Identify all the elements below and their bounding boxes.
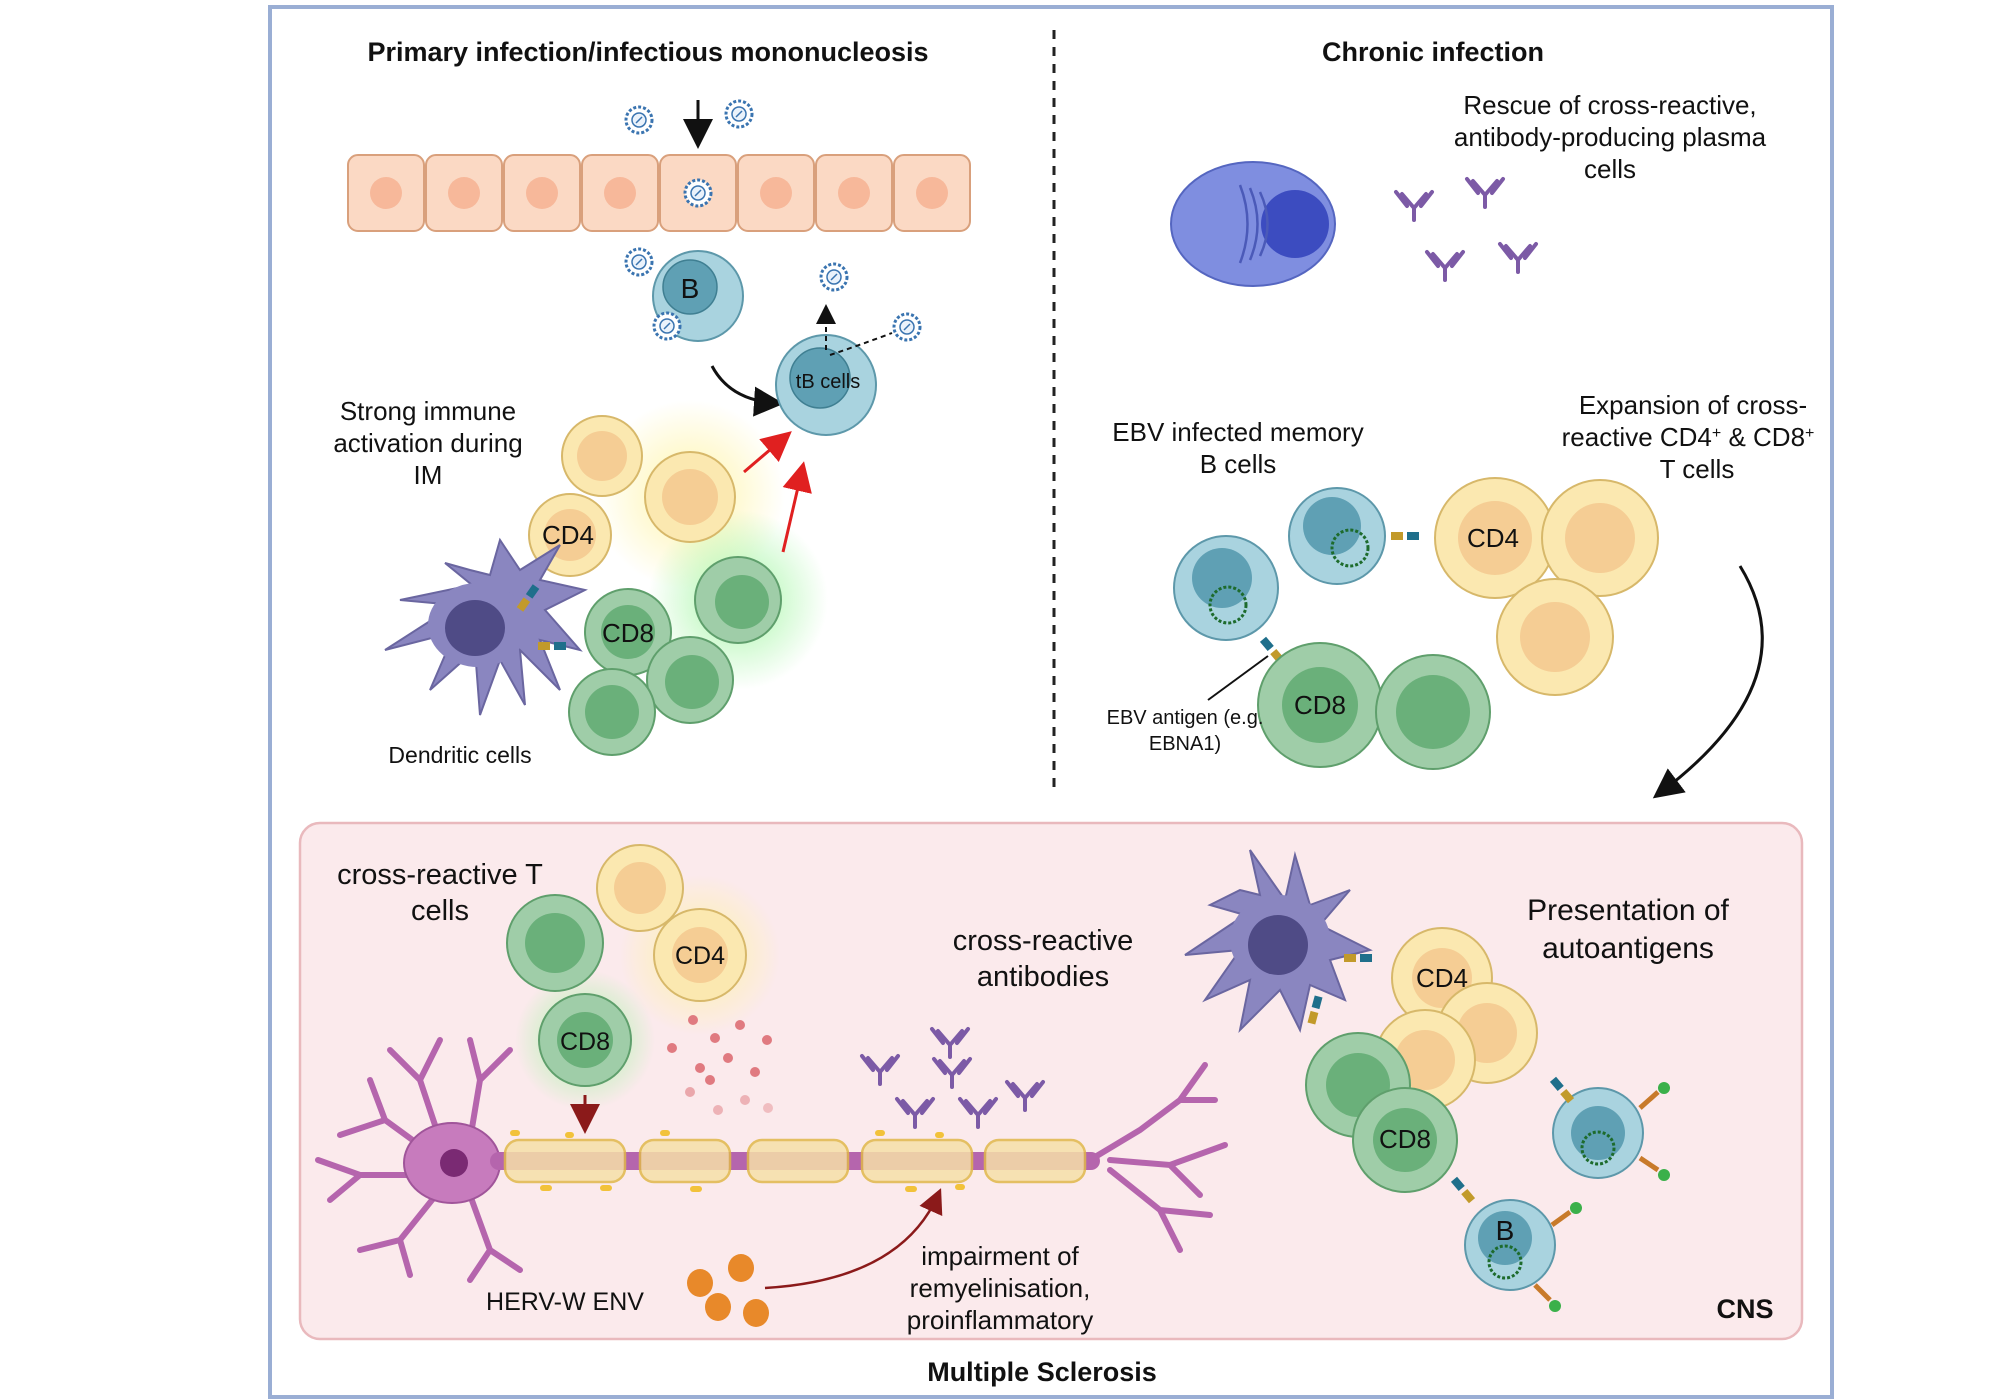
cd4-cell <box>1374 927 1538 1111</box>
virus-icon <box>652 311 682 341</box>
immune-line3: IM <box>414 460 443 490</box>
cd4-label: CD4 <box>1467 523 1519 553</box>
virus-icon <box>724 99 754 129</box>
antibody-icon <box>1394 190 1434 222</box>
expansion-line2: reactive CD4+ & CD8+ <box>1562 422 1815 452</box>
rescue-line1: Rescue of cross-reactive, <box>1463 90 1756 120</box>
impair-line2: remyelinisation, <box>910 1273 1091 1303</box>
progression-arrow <box>1652 565 1764 799</box>
antigen-pointer <box>1207 655 1269 701</box>
ms-tcells-line1: cross-reactive T <box>337 859 543 891</box>
impair-line3: proinflammatory <box>907 1305 1093 1335</box>
rescue-line2: antibody-producing plasma <box>1454 122 1767 152</box>
myelin-sheath <box>503 1138 1087 1184</box>
b-cell-label: B <box>1496 1215 1515 1246</box>
antibody-icon <box>1425 250 1465 282</box>
outer-frame <box>268 5 1834 1399</box>
herv-label: HERV-W ENV <box>486 1288 644 1316</box>
cd4-label: CD4 <box>675 942 725 970</box>
b-cell-label: B <box>681 273 700 304</box>
red-arrow <box>743 431 792 474</box>
present-line1: Presentation of <box>1527 894 1729 927</box>
virus-icon <box>892 312 922 342</box>
primary-title: Primary infection/infectious mononucleos… <box>367 37 928 67</box>
cd4-label: CD4 <box>542 520 594 550</box>
expansion-line3: T cells <box>1660 454 1735 484</box>
memory-b-cell <box>1173 487 1386 641</box>
virus-icon <box>683 178 713 208</box>
impairment-arrow <box>764 1188 943 1290</box>
cytokines <box>667 1015 773 1115</box>
antibodies-line1: cross-reactive <box>953 925 1134 957</box>
antigen-line1: EBV antigen (e.g. <box>1107 707 1264 729</box>
immune-line2: activation during <box>333 428 522 458</box>
rescue-line3: cells <box>1584 154 1636 184</box>
dendritic-cell <box>384 537 588 716</box>
red-arrow <box>781 461 812 553</box>
cd8-label: CD8 <box>1294 690 1346 720</box>
cd8-cell <box>1257 642 1491 770</box>
ms-t-cells <box>506 844 747 1087</box>
dendritic-cell <box>1184 849 1373 1034</box>
tb-cells-label: tB cells <box>796 371 860 393</box>
impair-line1: impairment of <box>921 1241 1079 1271</box>
neuron-nucleus <box>440 1149 468 1177</box>
memory-line2: B cells <box>1200 449 1277 479</box>
tcr-complex <box>1391 532 1419 540</box>
antibody-icon <box>1465 177 1505 209</box>
expansion-line1: Expansion of cross- <box>1579 390 1807 420</box>
cns-label: CNS <box>1716 1294 1773 1324</box>
dendritic-label: Dendritic cells <box>388 742 531 768</box>
tb-cell <box>775 334 877 436</box>
neuron <box>315 1037 1228 1283</box>
antibodies-line2: antibodies <box>977 961 1109 993</box>
epithelium <box>347 154 971 232</box>
autoantigen-receptors <box>1533 1082 1670 1312</box>
herv-particles <box>687 1254 769 1327</box>
cd8-label: CD8 <box>560 1028 610 1056</box>
memory-line1: EBV infected memory <box>1112 417 1363 447</box>
plasma-cell <box>1170 161 1336 287</box>
present-line2: autoantigens <box>1542 932 1714 965</box>
cd4-label: CD4 <box>1416 963 1468 993</box>
antigen-line2: EBNA1) <box>1149 733 1221 755</box>
chronic-title: Chronic infection <box>1322 37 1544 67</box>
virus-icon <box>819 262 849 292</box>
cd4-cell <box>1434 477 1659 696</box>
b-cell <box>1464 1087 1644 1291</box>
immune-line1: Strong immune <box>340 396 516 426</box>
cd8-label: CD8 <box>602 618 654 648</box>
cd8-cell <box>568 556 782 756</box>
virus-icon <box>624 105 654 135</box>
ms-title: Multiple Sclerosis <box>927 1357 1157 1387</box>
ms-tcells-line2: cells <box>411 895 469 927</box>
antibody-icon <box>1498 242 1538 274</box>
cd8-cell <box>1305 1032 1458 1193</box>
transform-arrow <box>710 365 784 417</box>
myelin-fragments <box>510 1130 965 1192</box>
cd8-label: CD8 <box>1379 1124 1431 1154</box>
virus-icon <box>624 247 654 277</box>
